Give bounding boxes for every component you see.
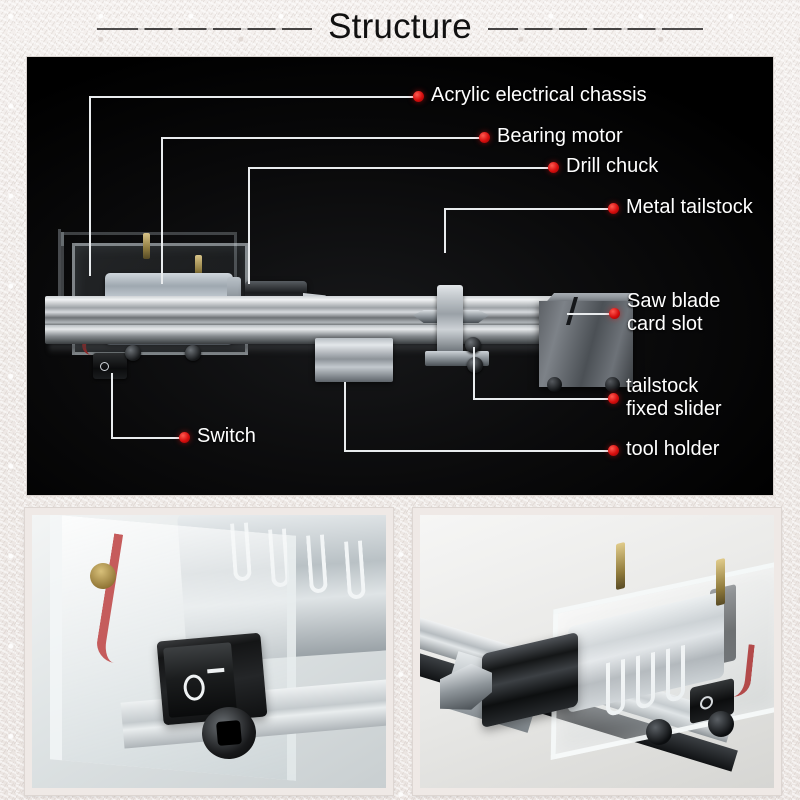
- header-rule-left: [97, 27, 313, 30]
- callout-dot-saw-blade-card-slot[interactable]: [609, 308, 620, 319]
- leader-switch-horizontal: [111, 437, 182, 439]
- callout-label-saw-blade-card-slot: Saw blade card slot: [627, 290, 721, 335]
- callout-label-switch: Switch: [197, 425, 256, 447]
- leader-motor-vertical: [161, 137, 163, 284]
- leader-acrylic-vertical: [89, 96, 91, 276]
- acrylic-back-edge: [58, 229, 61, 335]
- callout-label-bearing-motor: Bearing motor: [497, 125, 623, 147]
- saw-block-wheel-left: [547, 377, 562, 392]
- inset-photo-machine-three-quarter: [413, 508, 781, 795]
- callout-dot-drill-chuck[interactable]: [548, 162, 559, 173]
- saw-block-wheel-right: [605, 377, 620, 392]
- thumbscrew-right: [195, 255, 202, 281]
- leader-switch-vertical: [111, 373, 113, 437]
- aluminium-rail: [45, 296, 625, 327]
- leader-tailstock-vertical: [444, 208, 446, 253]
- chassis-knob-left: [125, 345, 141, 361]
- leader-toolholder-vertical: [344, 382, 346, 450]
- switch-closeup-image: [32, 515, 386, 788]
- callout-dot-metal-tailstock[interactable]: [608, 203, 619, 214]
- tq-knob-left: [646, 719, 672, 745]
- tailstock-knob-2: [467, 357, 483, 373]
- tq-knob-right: [708, 711, 734, 737]
- callout-dot-tailstock-fixed-slider[interactable]: [608, 393, 619, 404]
- header-rule-right: [487, 27, 703, 30]
- tq-thumbscrew-1: [616, 541, 625, 591]
- callout-label-tailstock-fixed-slider: tailstock fixed slider: [626, 375, 722, 420]
- power-switch[interactable]: [93, 353, 127, 379]
- tq-thumbscrew-2: [716, 557, 725, 607]
- lathe-machine-photo: [27, 57, 773, 495]
- leader-slider-horizontal: [473, 398, 610, 400]
- page-title: Structure: [328, 7, 472, 46]
- aluminium-rail-lower: [45, 325, 625, 344]
- callout-dot-tool-holder[interactable]: [608, 445, 619, 456]
- leader-motor-horizontal: [161, 137, 484, 139]
- tailstock-knob-1: [465, 337, 481, 353]
- callout-label-acrylic-electrical-chassis: Acrylic electrical chassis: [431, 84, 647, 106]
- structure-diagram-panel: Acrylic electrical chassis Bearing motor…: [27, 57, 773, 495]
- leader-tailstock-horizontal: [444, 208, 609, 210]
- callout-label-tool-holder: tool holder: [626, 438, 720, 460]
- page-header: Structure: [0, 0, 800, 57]
- chassis-knob-right: [185, 345, 201, 361]
- leader-chuck-horizontal: [248, 167, 553, 169]
- callout-label-drill-chuck: Drill chuck: [566, 155, 659, 177]
- machine-three-quarter-image: [420, 515, 774, 788]
- tool-holder-block: [315, 338, 393, 382]
- inset-photo-switch-closeup: [25, 508, 393, 795]
- thumbscrew-left: [143, 233, 150, 259]
- leader-slider-vertical: [473, 347, 475, 398]
- leader-acrylic-horizontal: [89, 96, 418, 98]
- leader-toolholder-horizontal: [344, 450, 610, 452]
- callout-dot-switch[interactable]: [179, 432, 190, 443]
- callout-label-metal-tailstock: Metal tailstock: [626, 196, 753, 218]
- leader-sawblade-horizontal: [567, 313, 612, 315]
- callout-dot-bearing-motor[interactable]: [479, 132, 490, 143]
- leader-chuck-vertical: [248, 167, 250, 284]
- metal-tailstock-body: [437, 285, 463, 357]
- callout-dot-acrylic-electrical-chassis[interactable]: [413, 91, 424, 102]
